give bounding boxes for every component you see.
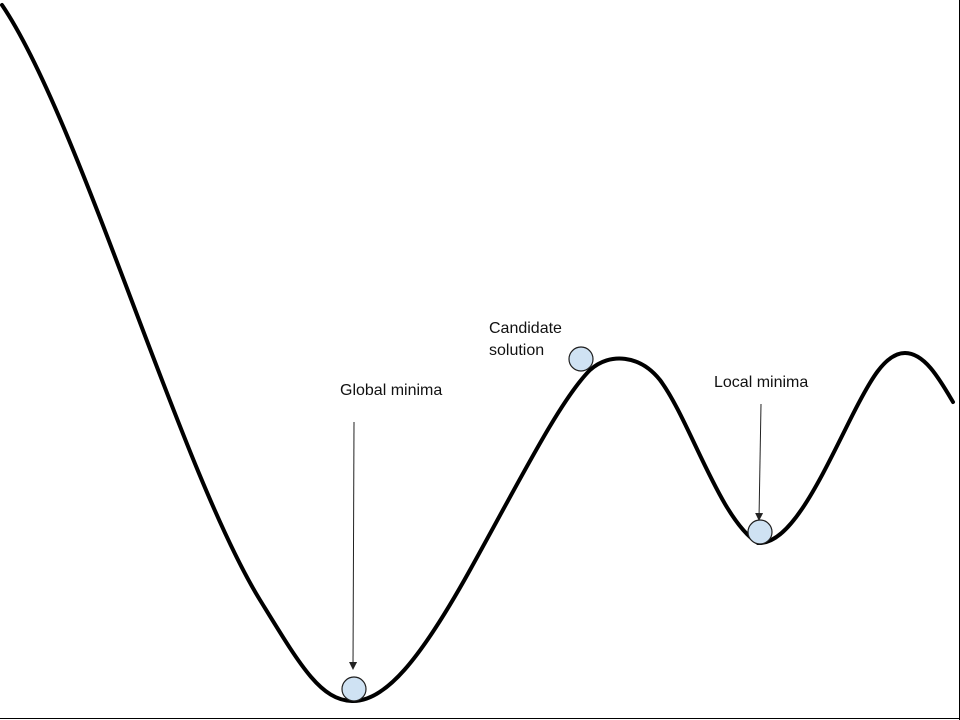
local-minima-label: Local minima xyxy=(714,374,808,391)
global-minima-ball xyxy=(341,676,367,702)
global-minima-label: Global minima xyxy=(340,382,442,399)
global-minima-arrow xyxy=(349,421,358,670)
candidate-solution-label-line2: solution xyxy=(489,342,544,359)
loss-curve xyxy=(0,3,955,704)
candidate-solution-label-line1: Candidate xyxy=(489,320,562,337)
local-minima-ball xyxy=(747,519,773,545)
local-minima-arrow xyxy=(755,403,764,521)
candidate-solution-ball xyxy=(568,346,594,372)
